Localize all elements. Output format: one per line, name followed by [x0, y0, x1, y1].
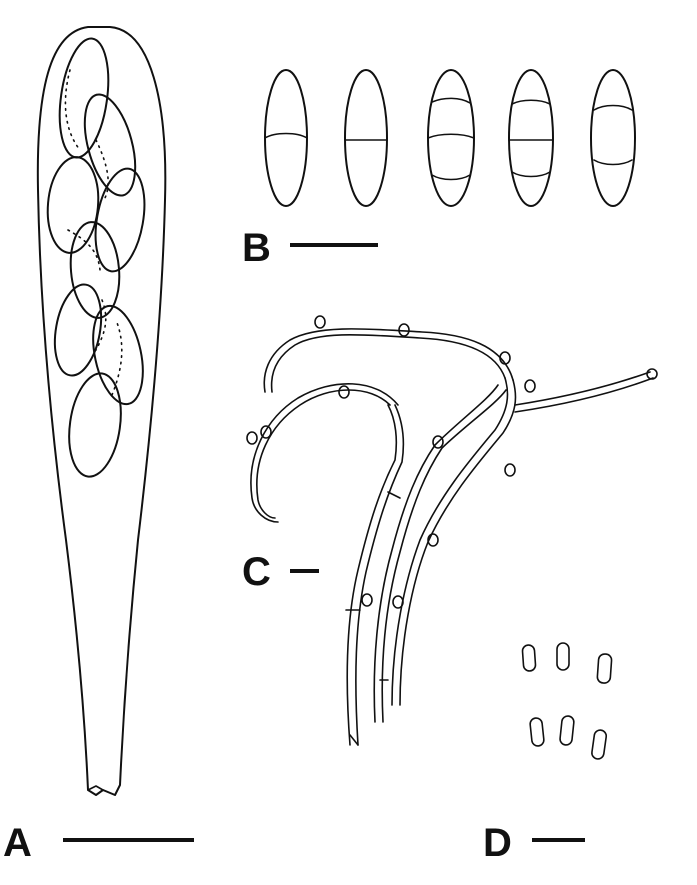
ascospore-hidden-outline	[64, 69, 81, 151]
hypha	[514, 371, 651, 406]
ascospore-3-triseptate	[427, 69, 475, 207]
panel-b-ascospores	[264, 69, 636, 207]
septum	[349, 734, 359, 746]
ascospore	[68, 372, 122, 478]
panel-a-ascus	[36, 26, 167, 796]
hypha	[346, 404, 398, 746]
panel-d-conidia	[521, 642, 613, 760]
ascospore-hidden-outline	[95, 299, 107, 351]
conidium	[559, 715, 575, 746]
panel-label-d: D	[483, 821, 512, 865]
conidium	[529, 717, 545, 747]
ascus-base-tear	[87, 785, 104, 791]
conidiogenous-knobs	[246, 315, 658, 609]
ascospore	[94, 167, 146, 273]
ascospores-cluster	[46, 37, 146, 478]
hypha	[270, 333, 506, 393]
panel-label-c: C	[242, 550, 271, 594]
ascospore-4-triseptate	[508, 69, 554, 207]
ascospore	[83, 93, 137, 197]
panel-label-a: A	[3, 821, 32, 865]
panel-c-conidiophores	[246, 315, 658, 746]
hypha	[381, 389, 507, 723]
ascospore	[58, 37, 110, 159]
ascospore	[53, 283, 103, 377]
hypha	[399, 379, 517, 706]
hypha	[355, 404, 405, 746]
ascospore-5-biseptate	[590, 69, 636, 207]
hypha	[250, 382, 399, 523]
conidium	[521, 644, 537, 672]
ascospore-2-septate	[344, 69, 388, 207]
conidium	[596, 653, 613, 684]
ascospore-1-septate	[264, 69, 308, 207]
hypha	[373, 384, 499, 723]
hypha	[263, 328, 514, 393]
ascospore	[69, 221, 121, 319]
conidium	[591, 729, 608, 760]
hypha	[391, 377, 509, 706]
hypha	[514, 377, 654, 413]
ascospore-hidden-outline	[111, 319, 123, 396]
conidium	[556, 642, 570, 671]
ascospore	[92, 304, 144, 406]
ascospore	[46, 156, 100, 254]
septum	[387, 491, 401, 499]
ascospore-hidden-outline	[95, 139, 109, 201]
ascospore-hidden-outline	[67, 229, 101, 271]
panel-label-b: B	[242, 226, 271, 270]
hypha	[256, 389, 391, 519]
ascus-outline	[36, 26, 167, 796]
